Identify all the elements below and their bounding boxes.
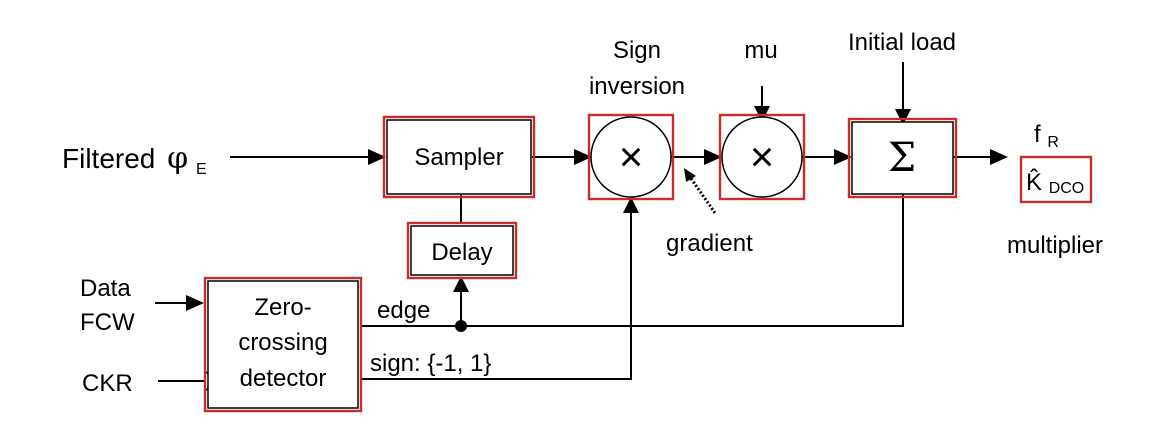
sum-block [851, 121, 954, 195]
sign-values-label: sign: {-1, 1} [370, 350, 491, 377]
zero-crossing-detector-block [207, 280, 359, 409]
mu-multiplier [721, 116, 803, 198]
gradient-label: gradient [666, 230, 753, 257]
arrow-head-icon [834, 149, 852, 165]
multiplier-output-label: multiplier [1007, 232, 1103, 259]
arrow-head-icon [684, 168, 696, 182]
zero-crossing-label-line1: Zero- [254, 294, 311, 321]
arrow-head-icon [704, 149, 722, 165]
kdco-output-label: K̂ DCO [1026, 168, 1084, 197]
fr-output-label: f R [1034, 121, 1059, 151]
delay-block [410, 225, 514, 276]
delay-label: Delay [431, 239, 492, 266]
multiply-icon: × [619, 133, 644, 180]
arrow-head-icon [574, 149, 592, 165]
sign-inversion-label-line2: inversion [589, 73, 685, 100]
filtered-phi-label: Filtered φ E [62, 141, 207, 178]
arrow-head-icon [186, 295, 204, 311]
initial-load-label: Initial load [848, 29, 956, 56]
sampler-block [386, 119, 532, 195]
wire-sign [360, 208, 632, 380]
fcw-input-label: FCW [80, 309, 135, 336]
mu-label: mu [744, 37, 777, 64]
arrow-head-icon [623, 197, 639, 213]
ckr-input-label: CKR [82, 370, 133, 397]
arrow-head-icon [990, 149, 1008, 165]
wire-edge [360, 194, 904, 327]
arrow-head-icon [453, 276, 469, 292]
dashed-pointer-icon [688, 176, 717, 214]
delay-highlight [406, 221, 518, 280]
kdco-output-highlight [1019, 155, 1093, 204]
sampler-highlight [382, 115, 536, 199]
sum-highlight [847, 117, 958, 199]
zero-crossing-label-line3: detector [240, 365, 327, 392]
sampler-label: Sampler [414, 144, 503, 171]
junction-dot-icon [455, 320, 467, 332]
arrow-head-icon [368, 149, 386, 165]
mu-multiplier-highlight [718, 113, 806, 201]
sign-inversion-label-line1: Sign [613, 37, 661, 64]
zero-crossing-label-line2: crossing [238, 329, 327, 356]
arrow-head-icon [895, 109, 911, 125]
edge-label: edge [377, 297, 430, 324]
multiply-icon: × [750, 133, 775, 180]
zero-crossing-detector-highlight [203, 276, 363, 413]
sigma-icon: Σ [888, 135, 916, 181]
sign-inversion-multiplier-highlight [587, 113, 675, 201]
sign-inversion-multiplier [590, 116, 672, 198]
data-input-label: Data [80, 275, 131, 302]
